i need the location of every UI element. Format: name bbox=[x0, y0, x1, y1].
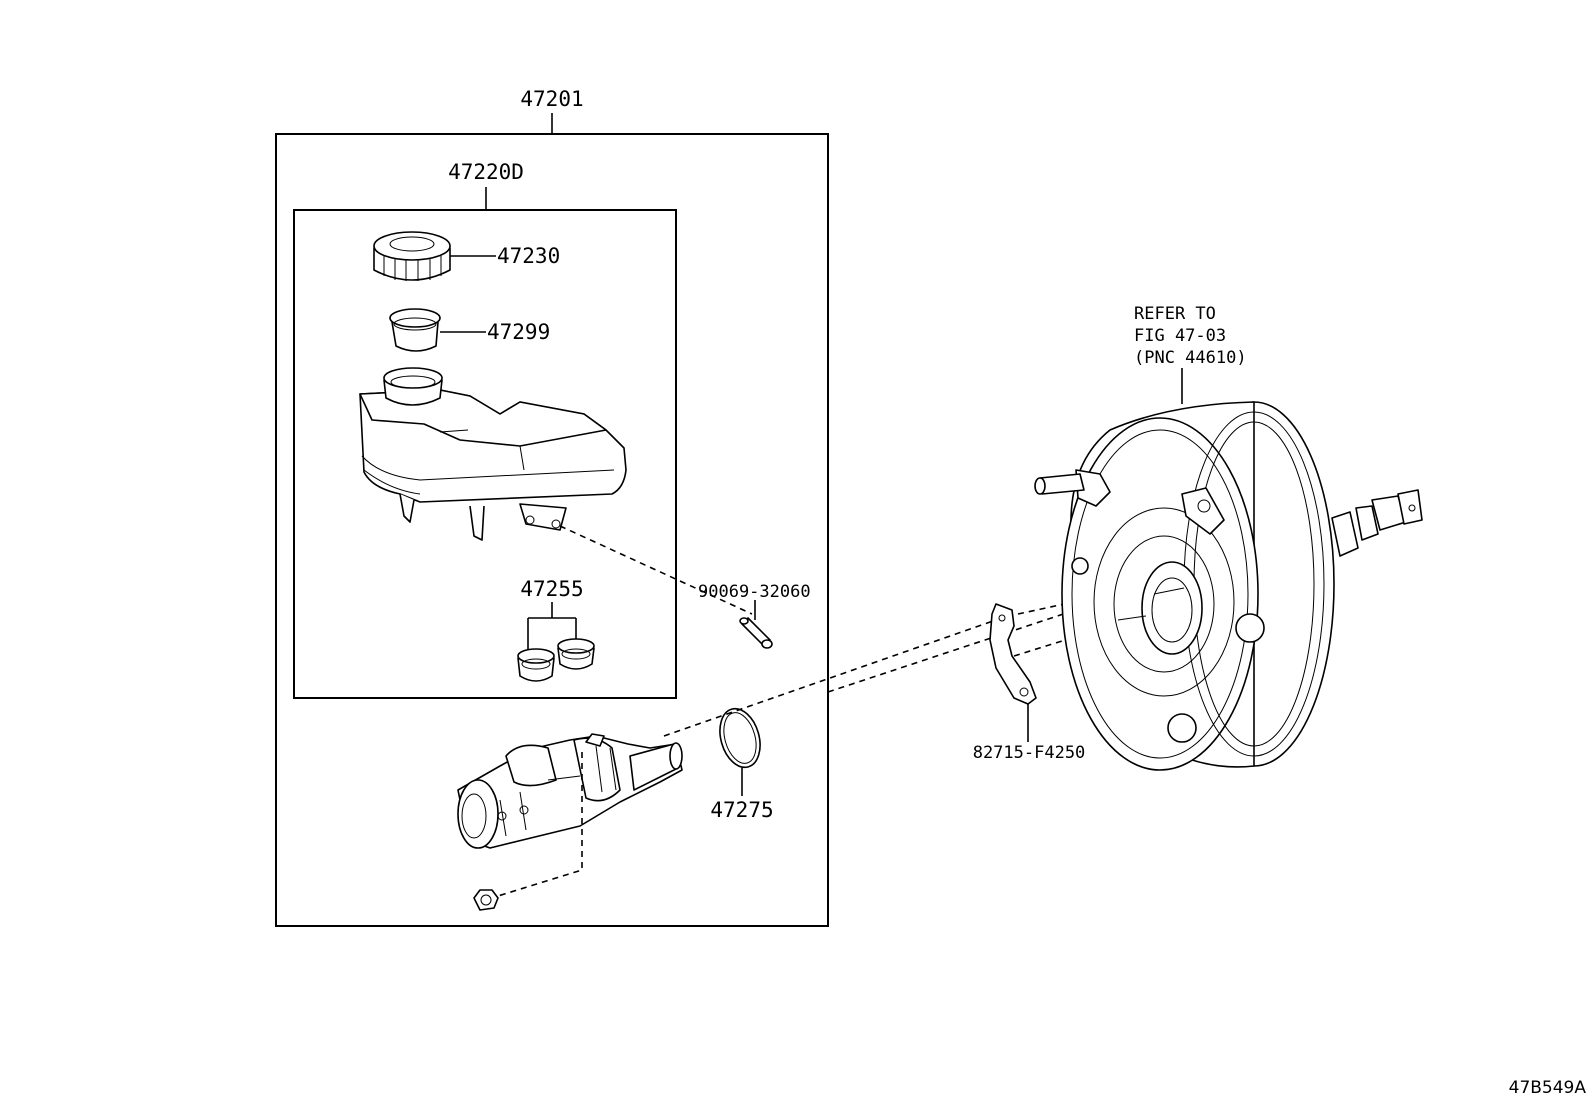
plug-drawing bbox=[473, 889, 499, 911]
reservoir-frame bbox=[293, 209, 677, 699]
pin-drawing bbox=[739, 617, 773, 649]
part-label-47201[interactable]: 47201 bbox=[520, 87, 583, 111]
grommets-drawing bbox=[517, 638, 595, 682]
refer-note-line3: (PNC 44610) bbox=[1134, 348, 1247, 368]
part-label-47299[interactable]: 47299 bbox=[487, 320, 550, 344]
part-label-47275[interactable]: 47275 bbox=[710, 798, 773, 822]
part-label-90069-32060[interactable]: 90069-32060 bbox=[698, 582, 811, 602]
figure-code: 47B549A bbox=[1509, 1078, 1587, 1098]
master-cylinder-drawing bbox=[457, 733, 683, 849]
refer-note-line2: FIG 47-03 bbox=[1134, 326, 1226, 346]
part-label-47230[interactable]: 47230 bbox=[497, 244, 560, 268]
part-label-47220D[interactable]: 47220D bbox=[448, 160, 524, 184]
bracket-drawing bbox=[989, 603, 1037, 705]
oring-drawing bbox=[719, 707, 761, 769]
reservoir-cap-drawing bbox=[373, 231, 451, 281]
strainer-drawing bbox=[389, 308, 441, 352]
part-label-82715-F4250[interactable]: 82715-F4250 bbox=[973, 743, 1086, 763]
part-label-47255[interactable]: 47255 bbox=[520, 577, 583, 601]
reservoir-tank-drawing bbox=[359, 367, 627, 541]
brake-booster-drawing bbox=[1034, 401, 1423, 771]
refer-note-line1: REFER TO bbox=[1134, 304, 1216, 324]
